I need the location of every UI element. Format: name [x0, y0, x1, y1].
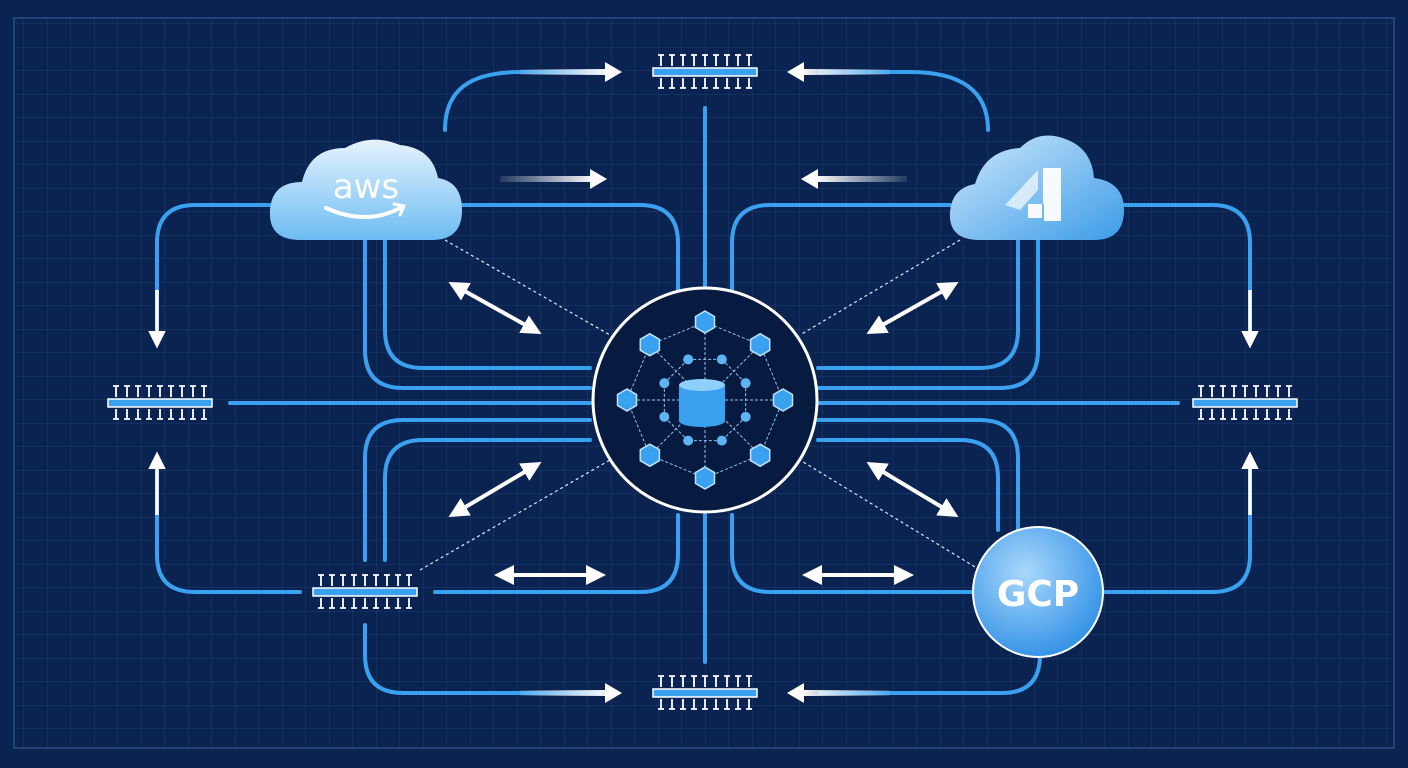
grid-border [13, 17, 1395, 749]
flow-arrows [500, 62, 907, 703]
hub-node-icon [639, 443, 661, 468]
hub-node-icon [694, 466, 716, 490]
network-switch-icon [1192, 385, 1298, 420]
hub-node-icon [616, 388, 638, 412]
hub-dot [683, 435, 694, 446]
network-switch-icon [652, 54, 758, 89]
gcp-circle-icon: GCP [972, 526, 1104, 658]
aws-label: aws [333, 167, 399, 207]
bidirectional-arrows [448, 282, 959, 585]
hub-node-icon [749, 332, 771, 357]
gcp-label: GCP [997, 574, 1079, 615]
network-switch-icon [107, 385, 213, 420]
outer-arrows [148, 290, 1259, 515]
database-cylinder [679, 379, 725, 427]
hub-dot [740, 411, 751, 422]
connector-lines [155, 70, 1252, 695]
database-hub-icon [591, 286, 819, 514]
hub-node-icon [749, 443, 771, 468]
network-switches [107, 54, 1298, 710]
hub-dot [716, 354, 727, 365]
network-switch-icon [652, 675, 758, 710]
dashed-links [419, 239, 981, 571]
hub-dot [683, 354, 694, 365]
network-switch-icon [312, 574, 418, 609]
hub-dot [659, 411, 670, 422]
hub-dot [659, 378, 670, 389]
hub-dot [716, 435, 727, 446]
azure-cloud-icon [949, 135, 1124, 240]
aws-cloud-icon: aws [269, 139, 462, 240]
hub-node-icon [694, 310, 716, 334]
hub-node-icon [772, 388, 794, 412]
hub-dot [740, 378, 751, 389]
hub-node-icon [639, 332, 661, 357]
